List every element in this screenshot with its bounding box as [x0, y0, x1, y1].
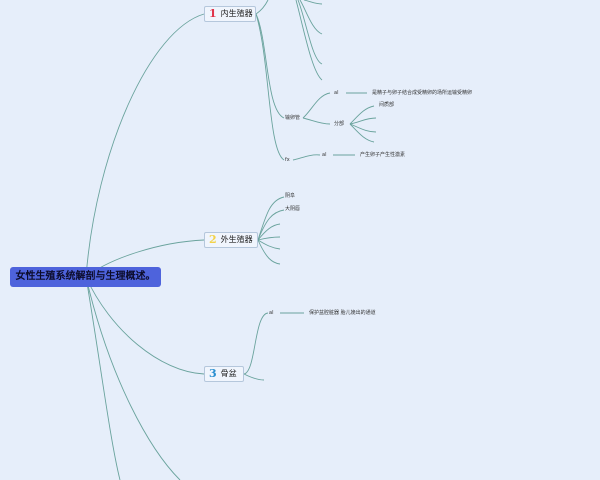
- node-ovary[interactable]: fx: [285, 157, 290, 163]
- connector-fenbu-2: [349, 117, 377, 125]
- connector-fx-al: [292, 154, 321, 161]
- node-interstitial[interactable]: 间质部: [379, 102, 395, 108]
- connector-shuluanguan-fenbu: [302, 117, 331, 125]
- node-ampulla[interactable]: al: [334, 90, 339, 96]
- connector-b2-c6: [257, 239, 281, 265]
- connector-b1-hidden-4: [295, 0, 323, 81]
- branch-label: 骨盆: [220, 369, 237, 378]
- connector-b3-al: [243, 312, 269, 375]
- node-ovary-note[interactable]: 产生卵子产生性激素: [360, 152, 406, 158]
- connector-shuluanguan-al: [302, 92, 331, 119]
- branch-label: 外生殖器: [220, 235, 253, 244]
- connector-fenbu-4: [349, 123, 375, 143]
- node-parts[interactable]: 分部: [334, 121, 345, 127]
- branch-pelvis[interactable]: 3 骨盆: [204, 366, 244, 382]
- connector-fenbu-3: [349, 123, 377, 133]
- number-badge-2: 2: [209, 233, 217, 246]
- node-mons-pubis[interactable]: 阴阜: [285, 193, 296, 199]
- node-ovary-al[interactable]: al: [322, 152, 327, 158]
- node-ampulla-note[interactable]: 是精子与卵子结合成受精卵的场所运输受精卵: [372, 90, 473, 96]
- connector-b1-hidden-1: [303, 0, 323, 5]
- connector-root-5: [85, 276, 181, 480]
- branch-internal-genitals[interactable]: 1 内生殖器: [204, 6, 256, 22]
- branch-label: 内生殖器: [220, 9, 253, 18]
- node-pelvis-al[interactable]: al: [269, 310, 274, 316]
- node-labia-majora[interactable]: 大阴唇: [285, 206, 301, 212]
- connector-root-1: [85, 13, 205, 278]
- node-pelvis-note[interactable]: 保护盆腔脏器 胎儿娩出的通道: [309, 310, 376, 316]
- connector-fenbu-1: [349, 105, 375, 125]
- connector-b1-hidden-3: [297, 0, 323, 65]
- connector-b3-lower: [243, 373, 265, 381]
- connector-b2-yinfu: [257, 196, 285, 241]
- connector-b1-shuluanguan: [255, 13, 285, 119]
- number-badge-3: 3: [209, 367, 217, 380]
- root-topic[interactable]: 女性生殖系统解剖与生理概述。: [10, 267, 161, 287]
- connector-b1-hidden-2: [299, 0, 323, 35]
- number-badge-1: 1: [209, 7, 217, 20]
- connector-b1-fx: [255, 13, 285, 161]
- connector-root-3: [85, 276, 205, 375]
- connector-b2-c5: [257, 239, 281, 250]
- connector-b1-up: [255, 0, 269, 15]
- branch-external-genitals[interactable]: 2 外生殖器: [204, 232, 258, 248]
- connector-b2-dayinchun: [257, 209, 285, 241]
- node-fallopian-tube[interactable]: 输卵管: [285, 115, 301, 121]
- connector-root-4: [85, 276, 121, 480]
- connector-b2-c3: [257, 223, 281, 241]
- connector-b2-c4: [257, 236, 281, 241]
